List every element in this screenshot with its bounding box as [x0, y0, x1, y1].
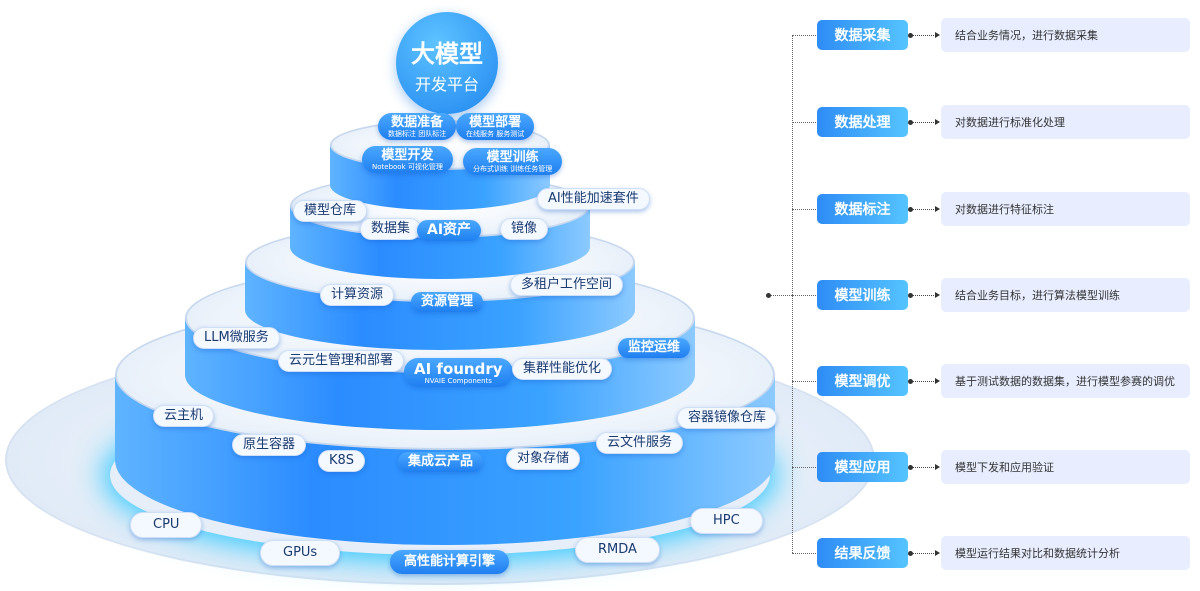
tier1-item: 数据准备数据标注 团队标注: [378, 113, 457, 140]
tier1-item: 模型训练分布式训练 训练任务管理: [463, 148, 563, 175]
arrow-connector: [908, 292, 940, 298]
platform-subtitle: 开发平台: [414, 75, 479, 94]
tier2-item: AI性能加速套件: [537, 188, 650, 210]
step-label: 模型应用: [817, 452, 908, 482]
step-label: 数据处理: [817, 107, 908, 137]
tier2-item: 数据集: [360, 218, 422, 240]
step-label: 结果反馈: [817, 538, 908, 568]
tier2-item: 模型仓库: [293, 200, 368, 222]
step-label: 数据标注: [817, 194, 908, 224]
tier4-item: 监控运维: [618, 338, 691, 358]
flow-connector: [792, 381, 816, 382]
flow-connector: [792, 295, 816, 296]
flow-trunk: [792, 35, 793, 553]
flow-connector: [792, 467, 816, 468]
step-description: 结合业务情况，进行数据采集: [941, 18, 1190, 52]
arrow-connector: [908, 119, 940, 125]
step-description: 对数据进行特征标注: [941, 192, 1190, 226]
flow-connector: [792, 35, 816, 36]
tier3-item: 多租户工作空间: [510, 274, 624, 296]
tier5-item: 集成云产品: [398, 452, 484, 472]
tier5-item: K8S: [318, 450, 366, 472]
tier3-item: 计算资源: [320, 284, 395, 306]
arrow-connector: [908, 550, 940, 556]
tier2-item: 镜像: [500, 218, 549, 240]
flow-connector: [792, 209, 816, 210]
step-description: 模型下发和应用验证: [941, 450, 1190, 484]
tier5-item: 云主机: [153, 405, 215, 427]
platform-badge: 大模型 开发平台: [396, 12, 498, 114]
arrow-connector: [908, 464, 940, 470]
tier5-item: 对象存储: [506, 448, 581, 470]
tier4-item: 集群性能优化: [512, 358, 613, 380]
tier5-item: 容器镜像仓库: [677, 407, 778, 429]
tier1-item: 模型部署在线服务 服务测试: [456, 113, 535, 140]
platform-title: 大模型: [411, 40, 483, 68]
arrow-connector: [908, 206, 940, 212]
flow-dot: [766, 293, 771, 298]
step-description: 模型运行结果对比和数据统计分析: [941, 536, 1190, 570]
tier4-item: LLM微服务: [193, 327, 280, 349]
base-item: RMDA: [575, 537, 660, 563]
base-item: CPU: [130, 512, 203, 538]
flow-branch: [771, 295, 792, 296]
step-label: 模型调优: [817, 366, 908, 396]
tier3-item: 资源管理: [411, 292, 484, 312]
tier2-item: AI资产: [417, 220, 482, 241]
tier5-item: 云文件服务: [596, 432, 684, 454]
tier4-item: 云元生管理和部署: [278, 350, 405, 372]
base-item: 高性能计算引擎: [390, 550, 510, 574]
step-description: 对数据进行标准化处理: [941, 105, 1190, 139]
tier5-item: 原生容器: [232, 434, 307, 456]
step-label: 数据采集: [817, 20, 908, 50]
base-item: HPC: [690, 508, 763, 534]
step-description: 结合业务目标，进行算法模型训练: [941, 278, 1190, 312]
step-label: 模型训练: [817, 280, 908, 310]
flow-connector: [792, 122, 816, 123]
flow-connector: [792, 553, 816, 554]
arrow-connector: [908, 378, 940, 384]
arrow-connector: [908, 32, 940, 38]
step-description: 基于测试数据的数据集，进行模型参赛的调优: [941, 364, 1190, 398]
base-item: GPUs: [260, 540, 341, 566]
